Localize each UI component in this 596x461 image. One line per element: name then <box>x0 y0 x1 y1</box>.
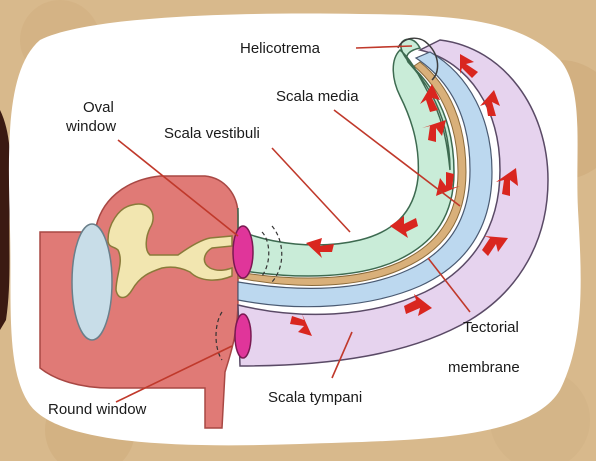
label-round-window: Round window <box>48 401 147 418</box>
tympanic-membrane <box>72 224 112 340</box>
label-helicotrema: Helicotrema <box>240 40 321 57</box>
label-oval-window-2: window <box>65 118 116 135</box>
round-window <box>235 314 251 358</box>
label-oval-window-1: Oval <box>83 99 114 116</box>
label-tectorial-1: Tectorial <box>463 319 519 336</box>
label-scala-tympani: Scala tympani <box>268 389 362 406</box>
label-scala-vestibuli: Scala vestibuli <box>164 125 260 142</box>
label-scala-media: Scala media <box>276 88 359 105</box>
label-tectorial-2: membrane <box>448 359 520 376</box>
